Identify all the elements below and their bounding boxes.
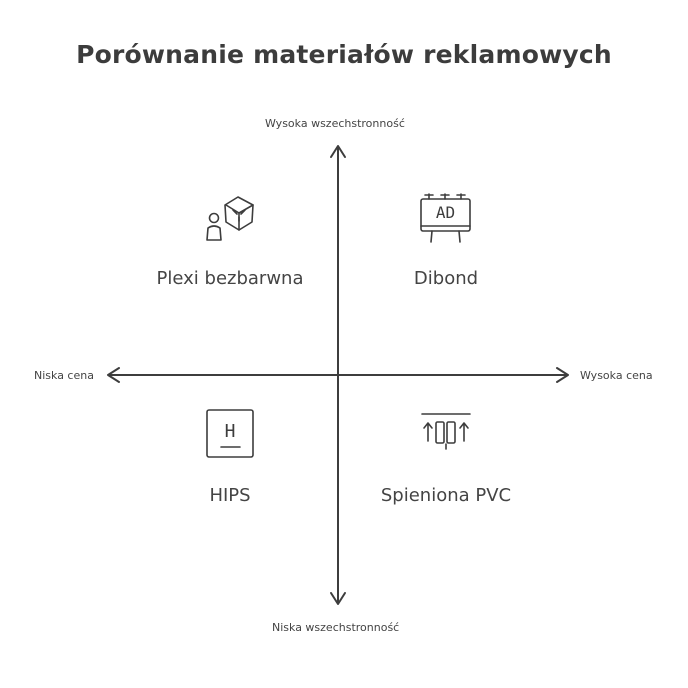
axis-label-top: Wysoka wszechstronność bbox=[265, 117, 405, 130]
axis-label-left: Niska cena bbox=[34, 369, 94, 382]
horizontal-axis bbox=[107, 367, 569, 383]
h-sign-text: H bbox=[224, 421, 236, 442]
axis-label-right: Wysoka cena bbox=[580, 369, 653, 382]
vertical-axis bbox=[330, 145, 346, 605]
axis-label-bottom: Niska wszechstronność bbox=[272, 621, 400, 634]
billboard-ad-text: AD bbox=[435, 203, 456, 222]
billboard-ad-icon bbox=[420, 193, 471, 243]
diagram-title: Porównanie materiałów reklamowych bbox=[76, 40, 612, 69]
foam-board-arrows-icon bbox=[421, 413, 471, 450]
person-with-cube-icon bbox=[206, 196, 254, 241]
h-sign-icon bbox=[206, 409, 254, 458]
quadrant-label-bottom-left: HIPS bbox=[209, 485, 251, 506]
quadrant-label-top-left: Plexi bezbarwna bbox=[156, 268, 304, 289]
quadrant-label-top-right: Dibond bbox=[413, 268, 479, 289]
quadrant-label-bottom-right: Spieniona PVC bbox=[380, 485, 512, 506]
